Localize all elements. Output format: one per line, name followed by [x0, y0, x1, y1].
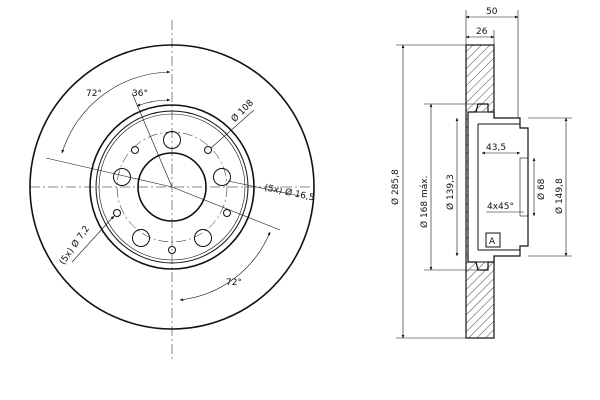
bolt-holes-leader	[227, 180, 301, 197]
bolt-hole	[132, 229, 150, 247]
angle-line	[171, 186, 281, 231]
hub-ring-line	[98, 113, 246, 261]
small-hole	[204, 146, 212, 154]
small-hole	[131, 146, 139, 154]
dia-108-leader	[210, 109, 255, 149]
hub-inner-ring	[95, 110, 249, 264]
disc-outer-edge	[29, 44, 315, 330]
hub-wall-top	[475, 103, 489, 113]
bolt-hole	[194, 229, 212, 247]
center-bore	[137, 152, 207, 222]
dia-139-label: Ø 139,3	[445, 174, 456, 210]
small-hole	[113, 209, 121, 217]
angle-36-label: 36°	[132, 89, 148, 99]
hub-section	[467, 103, 529, 271]
angle-72-top-label: 72°	[86, 89, 102, 99]
width-26-label: 26	[476, 27, 488, 37]
small-holes-leader	[71, 215, 115, 263]
dia-168-label: Ø 168 máx.	[419, 176, 430, 228]
angle-72-bottom-label: 72°	[226, 278, 242, 288]
hub-outer-ring	[89, 104, 255, 270]
depth-43-label: 43,5	[486, 143, 506, 153]
small-hole	[223, 209, 231, 217]
detail-a-box	[485, 232, 501, 248]
dia-285-label: Ø 285,8	[390, 169, 401, 205]
small-hole	[168, 246, 176, 254]
dia-149-label: Ø 149,8	[554, 178, 565, 214]
angle-arc-72-bottom	[179, 231, 271, 302]
bolt-hole	[113, 168, 131, 186]
bolt-holes-label: (5x) Ø 16,5	[263, 182, 315, 203]
detail-a-label: A	[489, 237, 496, 247]
front-view: 72° 36° 72° Ø 108 (5x) Ø 16,5 (5x) Ø 7,2	[29, 20, 318, 360]
side-view: 50 26 Ø 285,8 Ø 168 máx. Ø 139,3 43,5 Ø …	[390, 7, 572, 339]
angle-line	[45, 157, 173, 188]
bolt-hole	[213, 168, 231, 186]
width-50-label: 50	[486, 7, 498, 17]
angle-arc-72-top	[61, 70, 171, 154]
dia-68-label: Ø 68	[536, 178, 547, 200]
angle-arc-36	[136, 98, 171, 107]
hub-wall-bottom	[475, 261, 489, 271]
chamfer-label: 4x45°	[487, 202, 514, 212]
